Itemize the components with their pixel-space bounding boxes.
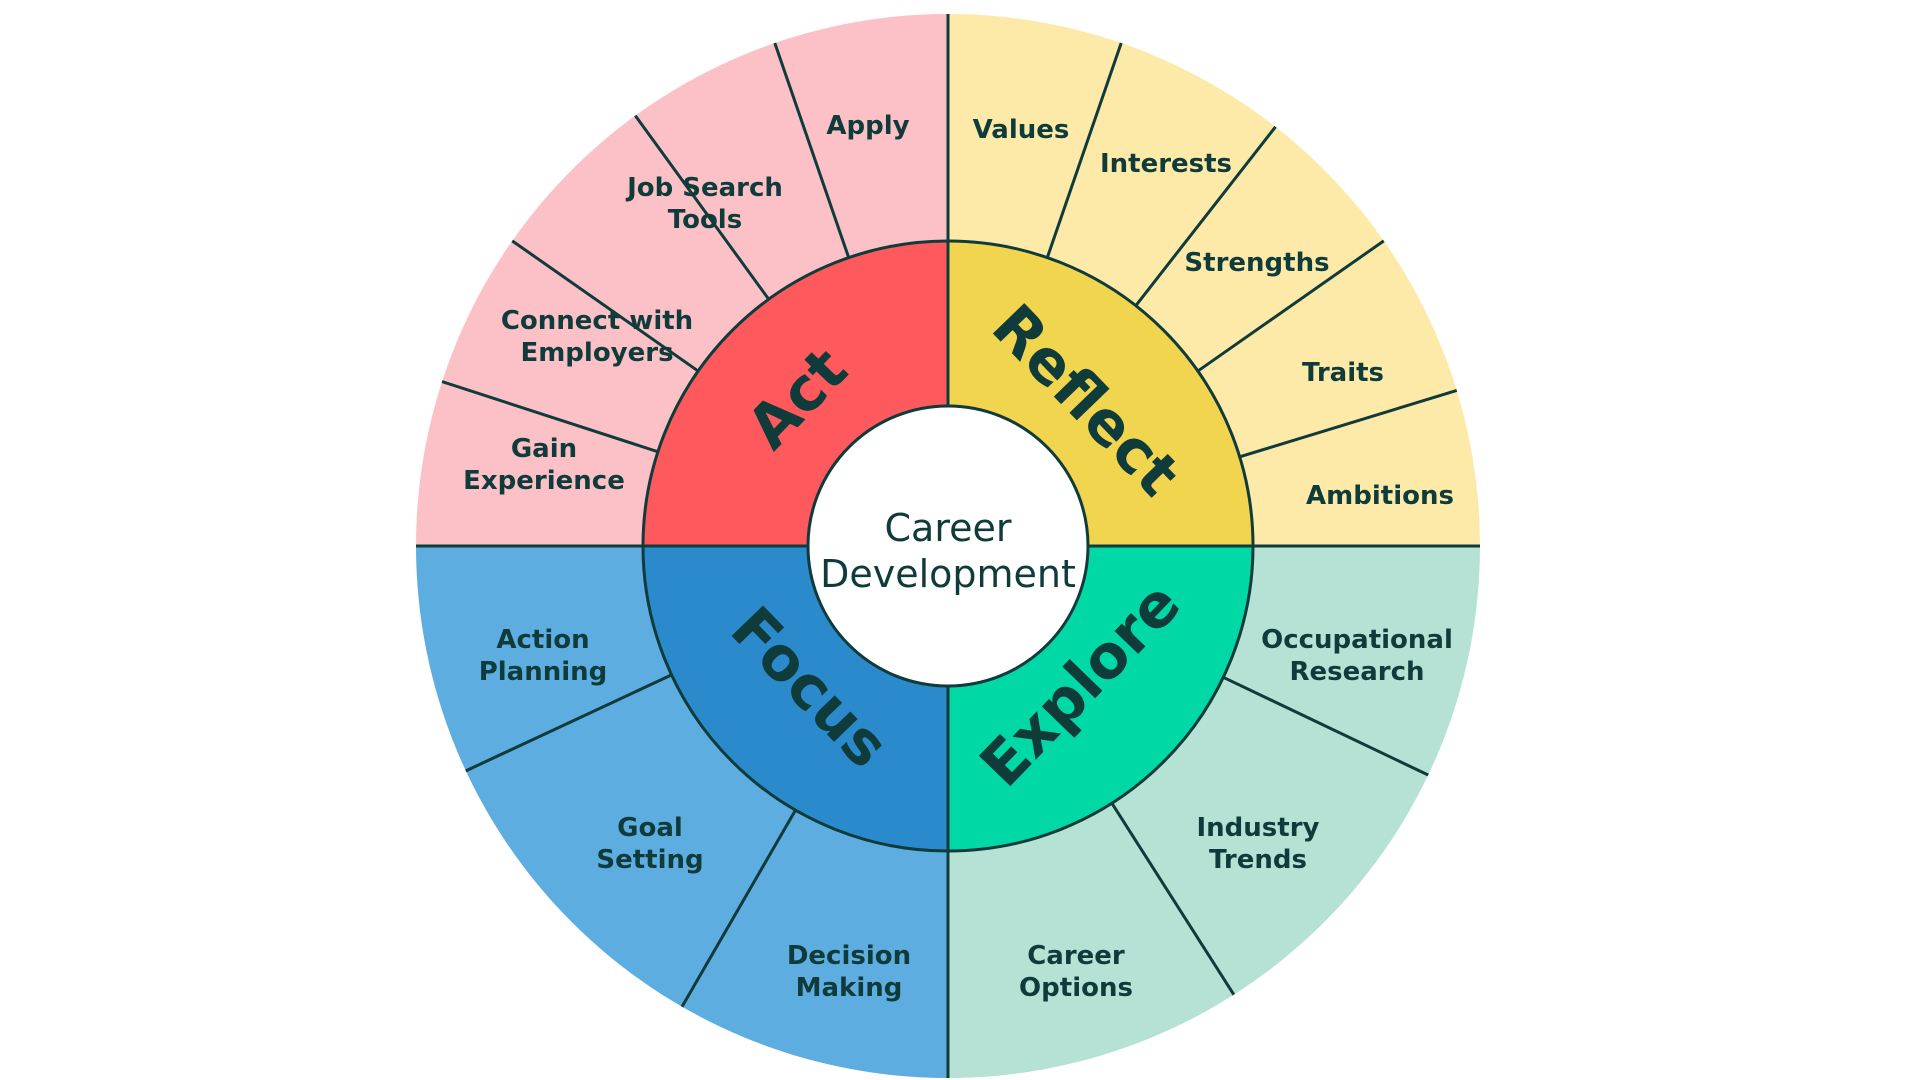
- inner-quadrant-reflect: [948, 241, 1253, 546]
- inner-quadrant-focus: [643, 546, 948, 851]
- item-label-reflect-2: Interests: [1100, 149, 1232, 179]
- item-label-act-4: Apply: [826, 111, 909, 141]
- sector-divider-focus-1: [680, 809, 797, 1008]
- inner-quadrant-act: [643, 241, 948, 546]
- item-label-reflect-1: Values: [973, 115, 1070, 145]
- item-label-reflect-3: Strengths: [1184, 248, 1329, 278]
- sector-divider-reflect-1: [1045, 42, 1123, 259]
- item-label-line: Career: [1027, 941, 1125, 971]
- inner-quadrant-explore: [948, 546, 1253, 851]
- item-label-line: Goal: [617, 813, 683, 843]
- sector-divider-explore-2: [1110, 802, 1236, 996]
- item-label-line: Gain: [511, 434, 577, 464]
- outer-quadrant-act: [416, 14, 948, 546]
- sector-divider-reflect-3: [1196, 239, 1385, 373]
- item-label-line: Ambitions: [1306, 481, 1454, 511]
- sector-divider-reflect-4: [1239, 389, 1458, 459]
- sector-divider-act-4: [773, 42, 851, 259]
- outer-quadrant-explore: [948, 546, 1480, 1078]
- sector-divider-reflect-2: [1134, 125, 1277, 307]
- sector-divider-act-3: [634, 114, 770, 301]
- item-label-line: Research: [1289, 657, 1424, 687]
- center-circle: [806, 404, 1090, 688]
- outer-quadrant-focus: [416, 546, 948, 1078]
- item-label-line: Values: [973, 115, 1070, 145]
- item-label-line: Trends: [1209, 845, 1307, 875]
- outer-ring: ValuesInterestsStrengthsTraitsAmbitionsO…: [416, 14, 1480, 1078]
- item-label-line: Employers: [520, 338, 673, 368]
- middle-ring-outline: [641, 239, 1255, 853]
- sector-divider-act-2: [511, 239, 700, 373]
- item-label-line: Setting: [596, 845, 703, 875]
- sector-divider-focus-2: [465, 673, 673, 773]
- center-label-line-1: Career: [885, 506, 1012, 550]
- center-label-line-2: Development: [820, 552, 1076, 596]
- item-label-line: Action: [496, 625, 589, 655]
- outer-quadrant-reflect: [948, 14, 1480, 546]
- item-label-line: Connect with: [501, 306, 693, 336]
- sector-divider-explore-1: [1222, 675, 1429, 777]
- item-label-line: Industry: [1197, 813, 1320, 843]
- item-label-line: Job Search: [625, 173, 783, 203]
- item-label-line: Making: [796, 973, 903, 1003]
- item-label-line: Decision: [787, 941, 911, 971]
- sector-divider-act-1: [441, 380, 659, 454]
- item-label-line: Traits: [1302, 358, 1384, 388]
- item-label-line: Strengths: [1184, 248, 1329, 278]
- divider-lines: [416, 14, 1480, 1078]
- item-label-reflect-4: Traits: [1302, 358, 1384, 388]
- item-label-line: Interests: [1100, 149, 1232, 179]
- item-label-line: Options: [1019, 973, 1133, 1003]
- item-label-line: Planning: [479, 657, 608, 687]
- item-label-line: Experience: [463, 466, 625, 496]
- item-label-line: Occupational: [1261, 625, 1453, 655]
- item-label-line: Apply: [826, 111, 909, 141]
- item-label-reflect-5: Ambitions: [1306, 481, 1454, 511]
